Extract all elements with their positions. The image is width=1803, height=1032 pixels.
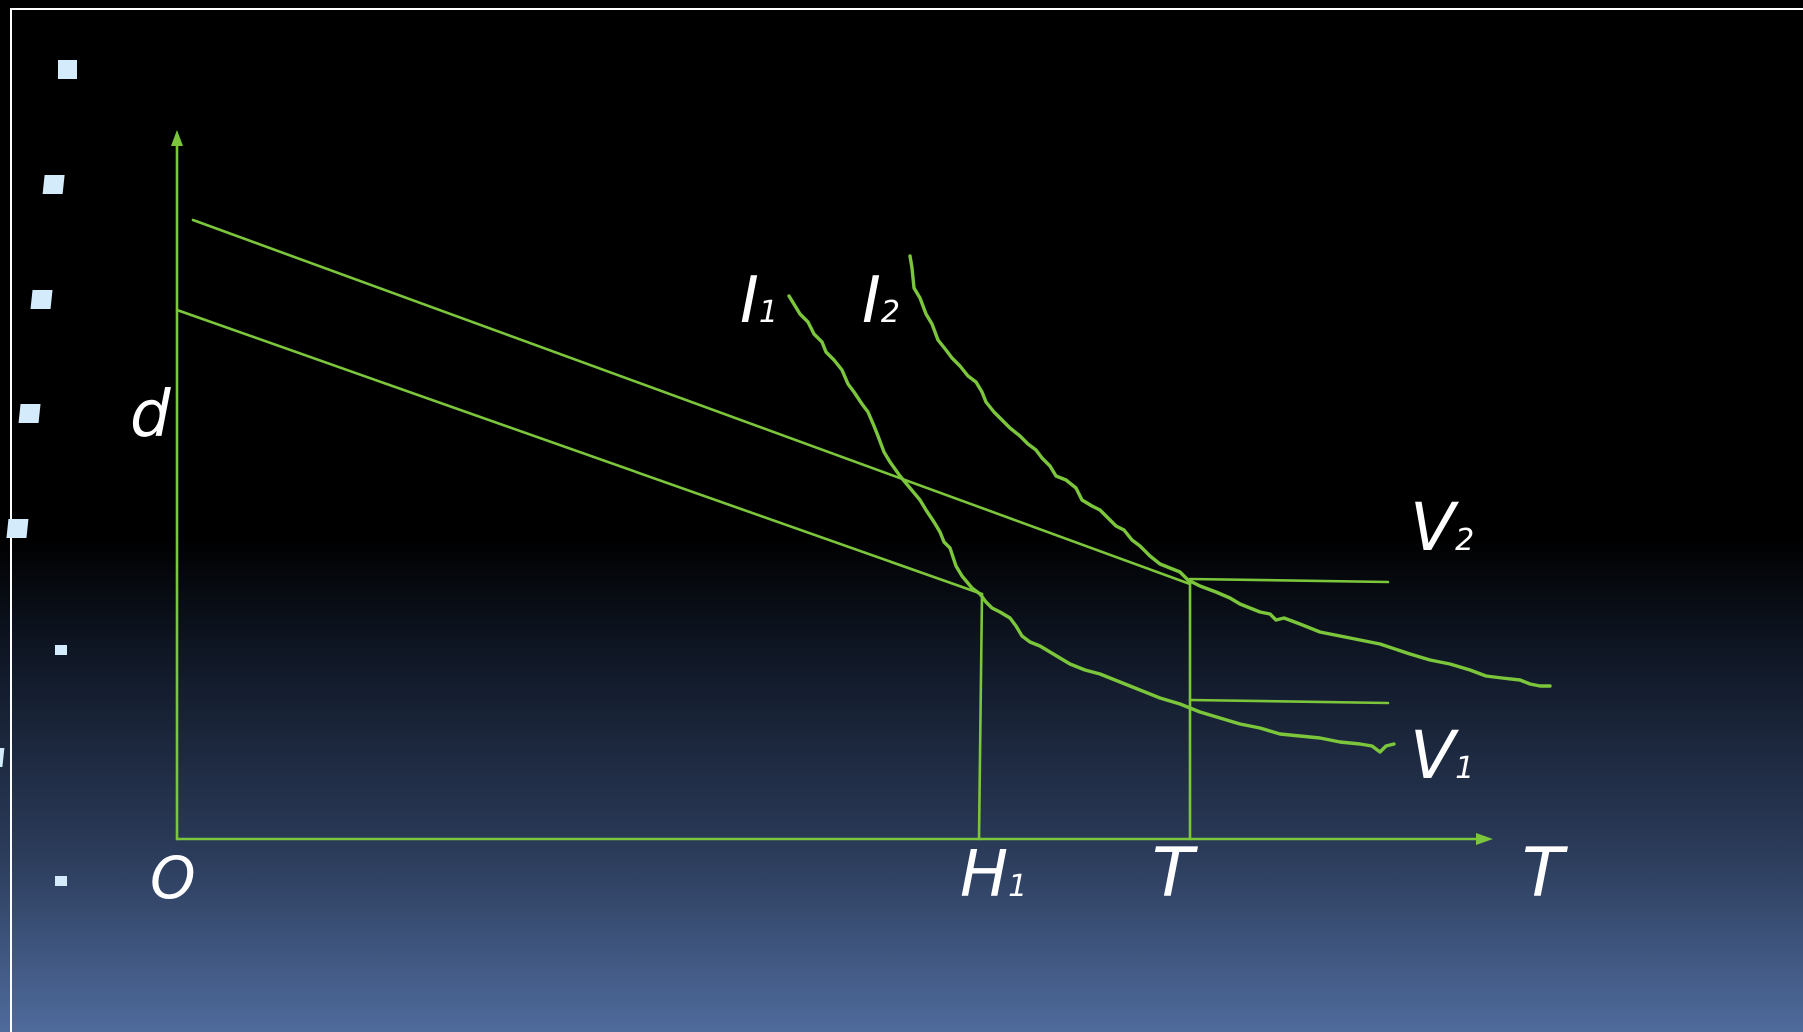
label-v2-main: V xyxy=(1410,489,1459,566)
label-v1-main: V xyxy=(1410,717,1459,794)
label-origin: O xyxy=(150,844,196,912)
label-v1-subscript: 1 xyxy=(1455,751,1474,786)
label-i2-main: I xyxy=(862,264,881,338)
label-v2: V2 xyxy=(1410,489,1474,566)
label-v1: V1 xyxy=(1410,717,1474,794)
label-i2-subscript: 2 xyxy=(881,295,900,330)
budget-line-lower xyxy=(175,308,984,596)
bullet-marker xyxy=(18,404,41,423)
drop-line-h1 xyxy=(977,592,984,841)
y-axis-arrowhead xyxy=(171,130,183,146)
indifference-curve-i2 xyxy=(908,254,1552,688)
label-h1: H1 xyxy=(960,838,1027,912)
label-i1-subscript: 1 xyxy=(759,295,778,330)
bullet-column xyxy=(0,60,77,886)
bullet-marker xyxy=(55,645,67,655)
label-v2-subscript: 2 xyxy=(1455,523,1474,558)
budget-line-upper xyxy=(191,218,1192,586)
label-t-mid: T xyxy=(1152,834,1198,913)
bullet-marker xyxy=(58,60,77,79)
label-i2: I2 xyxy=(862,264,900,338)
axes xyxy=(171,130,1493,845)
labels: d O H1 T T I1 I2 V2 V1 xyxy=(130,264,1568,913)
level-line-v1 xyxy=(1188,698,1390,705)
label-h1-main: H xyxy=(960,838,1008,912)
bullet-marker xyxy=(42,175,65,194)
label-d: d xyxy=(130,378,171,452)
label-i1: I1 xyxy=(740,264,778,338)
bullet-marker xyxy=(6,519,29,538)
label-h1-subscript: 1 xyxy=(1008,869,1027,904)
label-t-axis: T xyxy=(1522,834,1568,913)
guide-lines xyxy=(977,577,1390,841)
bullet-marker xyxy=(0,748,5,767)
label-i1-main: I xyxy=(740,264,759,338)
bullet-marker xyxy=(55,876,67,886)
level-line-v2 xyxy=(1188,577,1390,584)
bullet-marker xyxy=(30,290,53,309)
indifference-curve-i1 xyxy=(787,294,1396,754)
x-axis-arrowhead xyxy=(1476,833,1493,845)
